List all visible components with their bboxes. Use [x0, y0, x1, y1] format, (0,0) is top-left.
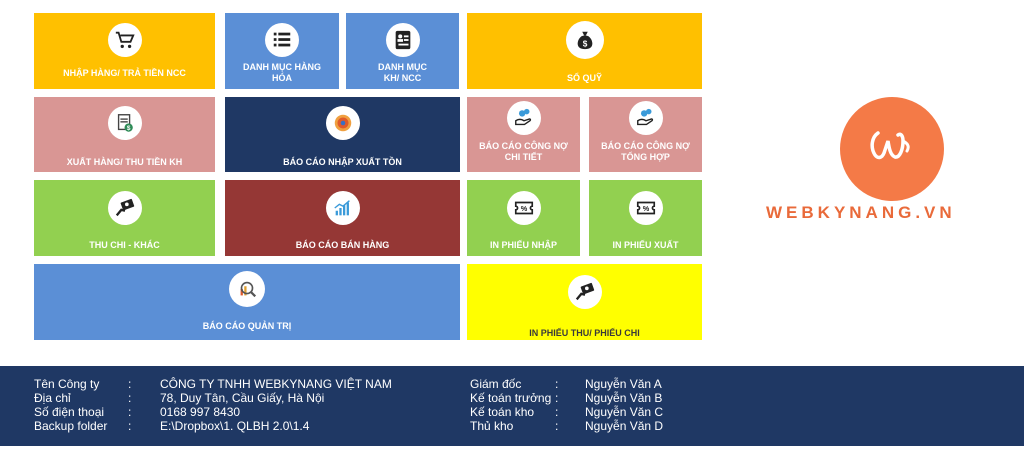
coupon-icon: % [506, 191, 541, 225]
money-bag-icon: $ [565, 21, 604, 59]
hand-coins-icon [628, 101, 663, 135]
tile-bao-cao-quan-tri[interactable]: BÁO CÁO QUẢN TRỊ [34, 264, 460, 340]
backup-folder-label: Backup folder [34, 419, 108, 433]
colon: : [128, 419, 132, 433]
colon: : [128, 391, 132, 405]
cash-hand-icon [107, 191, 142, 225]
tile-bao-cao-nxt[interactable]: BÁO CÁO NHẬP XUẤT TỒN [225, 97, 460, 172]
company-label: Tên Công ty [34, 377, 100, 391]
tile-label: DANH MỤC HÀNG HÓA [243, 62, 321, 83]
footer-spacer [0, 446, 1024, 466]
store-accountant-value: Nguyễn Văn C [585, 405, 664, 419]
phone-value: 0168 997 8430 [160, 405, 241, 419]
tile-bao-cao-ban-hang[interactable]: BÁO CÁO BÁN HÀNG [225, 180, 460, 256]
backup-folder-value: E:\Dropbox\1. QLBH 2.0\1.4 [160, 419, 310, 433]
address-label: Địa chỉ [34, 391, 71, 405]
director-label: Giám đốc [470, 377, 522, 391]
bar-chart-icon [325, 191, 360, 225]
colon: : [555, 391, 559, 405]
director-value: Nguyễn Văn A [585, 377, 662, 391]
svg-text:%: % [642, 204, 649, 213]
tile-danh-muc-kh-ncc[interactable]: DANH MỤC KH/ NCC [346, 13, 459, 89]
tile-cong-no-tong-hop[interactable]: BÁO CÁO CÔNG NỢ TỔNG HỢP [589, 97, 702, 172]
list-icon [265, 23, 299, 57]
tile-in-phieu-thu-chi[interactable]: IN PHIẾU THU/ PHIẾU CHI [467, 264, 702, 340]
hand-coins-icon [506, 101, 541, 135]
tile-label: BÁO CÁO CÔNG NỢ TỔNG HỢP [601, 141, 690, 162]
tile-thu-chi-khac[interactable]: THU CHI - KHÁC [34, 180, 215, 256]
colon: : [555, 405, 559, 419]
invoice-icon: $ [107, 106, 142, 140]
tile-label: IN PHIẾU XUẤT [612, 240, 679, 250]
tile-nhap-hang[interactable]: NHẬP HÀNG/ TRẢ TIỀN NCC [34, 13, 215, 89]
colon: : [555, 419, 559, 433]
cart-icon [107, 23, 142, 57]
colon: : [128, 405, 132, 419]
company-info-panel: Tên Công ty : CÔNG TY TNHH WEBKYNANG VIỆ… [0, 366, 1024, 446]
tile-cong-no-chi-tiet[interactable]: BÁO CÁO CÔNG NỢ CHI TIẾT [467, 97, 580, 172]
chief-accountant-label: Kế toán trưởng [470, 391, 552, 405]
address-value: 78, Duy Tân, Cầu Giấy, Hà Nội [160, 391, 325, 405]
cash-hand-icon [567, 275, 602, 309]
tile-label: SỔ QUỸ [566, 73, 602, 83]
target-chart-icon [325, 106, 360, 140]
tile-label: XUẤT HÀNG/ THU TIỀN KH [66, 157, 183, 167]
tile-label: IN PHIẾU NHẬP [489, 240, 557, 250]
storekeeper-label: Thủ kho [470, 419, 514, 433]
phone-label: Số điện thoại [34, 405, 105, 419]
company-value: CÔNG TY TNHH WEBKYNANG VIỆT NAM [160, 377, 392, 391]
tile-label: BÁO CÁO BÁN HÀNG [295, 240, 390, 250]
svg-text:$: $ [126, 125, 130, 132]
tile-label: DANH MỤC KH/ NCC [378, 62, 427, 83]
svg-text:%: % [520, 204, 527, 213]
svg-text:$: $ [582, 39, 587, 48]
chief-accountant-value: Nguyễn Văn B [585, 391, 663, 405]
tile-label: NHẬP HÀNG/ TRẢ TIỀN NCC [63, 68, 186, 78]
tile-label: BÁO CÁO QUẢN TRỊ [202, 321, 292, 331]
tile-danh-muc-hang-hoa[interactable]: DANH MỤC HÀNG HÓA [225, 13, 339, 89]
storekeeper-value: Nguyễn Văn D [585, 419, 664, 433]
tile-label: IN PHIẾU THU/ PHIẾU CHI [529, 328, 640, 338]
tile-in-phieu-nhap[interactable]: % IN PHIẾU NHẬP [467, 180, 580, 256]
colon: : [555, 377, 559, 391]
logo-text: WEBKYNANG.VN [766, 203, 956, 222]
colon: : [128, 377, 132, 391]
logo-w-icon [870, 131, 910, 160]
tile-label: THU CHI - KHÁC [89, 240, 160, 250]
tile-so-quy[interactable]: $ SỔ QUỸ [467, 13, 702, 89]
tile-label: BÁO CÁO NHẬP XUẤT TỒN [283, 157, 402, 167]
tile-label: BÁO CÁO CÔNG NỢ CHI TIẾT [479, 141, 568, 162]
tile-in-phieu-xuat[interactable]: % IN PHIẾU XUẤT [589, 180, 702, 256]
store-accountant-label: Kế toán kho [470, 405, 535, 419]
coupon-icon: % [628, 191, 663, 225]
contacts-icon [385, 23, 420, 57]
tile-xuat-hang[interactable]: $ XUẤT HÀNG/ THU TIỀN KH [34, 97, 215, 172]
logo-mark [840, 97, 944, 201]
analysis-icon [229, 271, 265, 307]
